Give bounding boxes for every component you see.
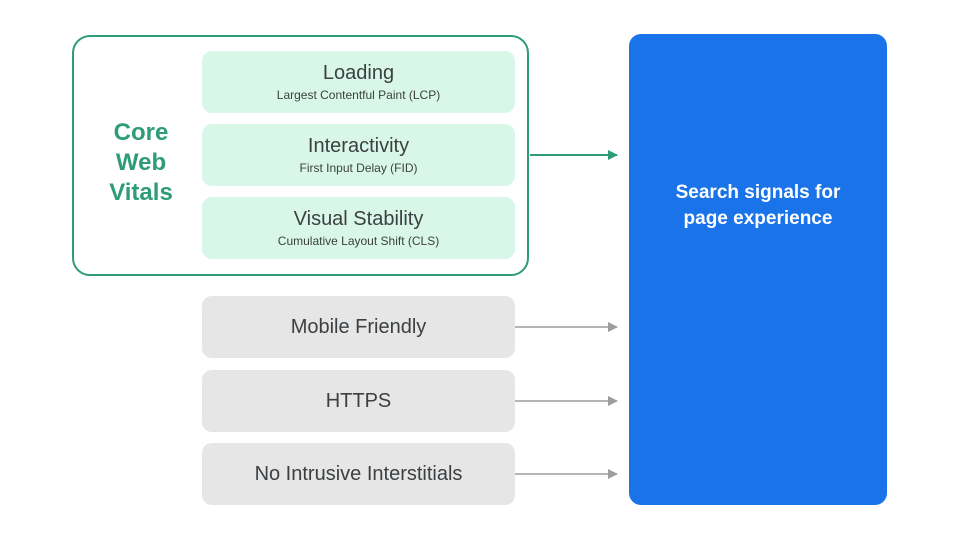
title-line: Core: [113, 119, 169, 146]
metric-visual-stability: Visual Stability Cumulative Layout Shift…: [202, 197, 515, 259]
metric-detail: Largest Contentful Paint (LCP): [276, 88, 441, 102]
metric-loading: Loading Largest Contentful Paint (LCP): [202, 51, 515, 113]
core-web-vitals-title: Core Web Vitals: [96, 118, 186, 208]
metric-detail: Cumulative Layout Shift (CLS): [277, 234, 440, 248]
metric-name: Visual Stability: [293, 208, 424, 230]
metric-name: Loading: [322, 62, 395, 84]
page-experience-target: Search signals for page experience: [629, 34, 887, 505]
core-web-vitals-group: [72, 35, 529, 276]
signal-no-intrusive-interstitials: No Intrusive Interstitials: [202, 443, 515, 505]
metric-detail: First Input Delay (FID): [299, 161, 418, 175]
metric-name: Interactivity: [307, 135, 410, 157]
title-line: Web: [115, 149, 167, 176]
target-label: Search signals for page experience: [675, 181, 841, 229]
signal-https: HTTPS: [202, 370, 515, 432]
title-line: Vitals: [109, 179, 173, 206]
signal-mobile-friendly: Mobile Friendly: [202, 296, 515, 358]
metric-interactivity: Interactivity First Input Delay (FID): [202, 124, 515, 186]
